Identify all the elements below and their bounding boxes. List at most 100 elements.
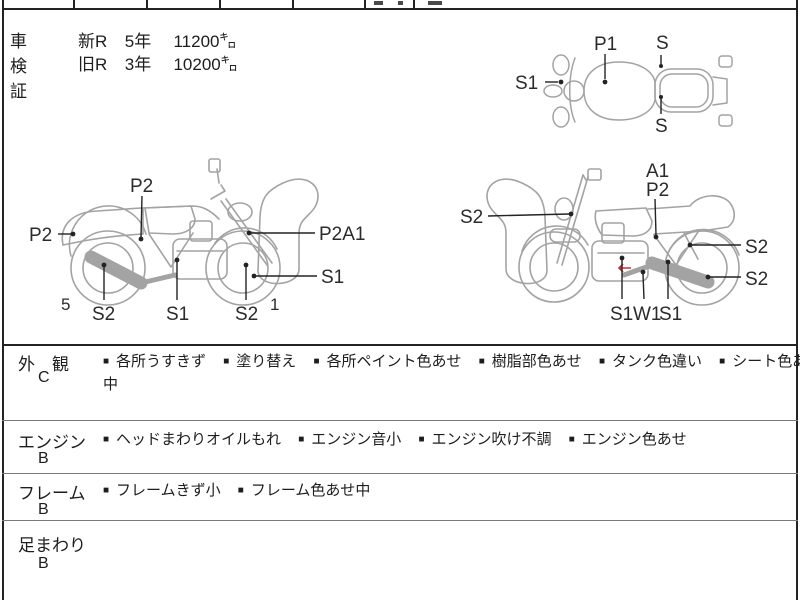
bullet-icon: ■ (237, 485, 244, 496)
sheet-right-border (796, 0, 798, 600)
left-side-outline (61, 158, 319, 306)
header-divider (219, 0, 221, 8)
bullet-icon: ■ (418, 434, 425, 445)
condition-items: ■ ヘッドまわりオイルもれ ■ エンジン音小 ■ エンジン吹け不調 ■ エンジン色あせ (103, 430, 798, 451)
condition-item-text: フレームきず小 (116, 482, 221, 499)
motorcycle-top-view-diagram: S1 P1 S S (515, 33, 733, 137)
registration-era: 旧R (78, 55, 108, 74)
condition-item-text: 樹脂部色あせ (491, 353, 582, 370)
damage-code-label: S (655, 116, 668, 137)
condition-items: ■ 各所うすきず ■ 塗り替え ■ 各所ペイント色あせ ■ 樹脂部色あせ ■ タンク色違い… (103, 352, 800, 373)
condition-item: ■ タンク色違い (599, 352, 702, 373)
registration-years: 5年 (124, 32, 152, 51)
header-divider (292, 0, 294, 8)
condition-category-label: 外 観 (18, 355, 69, 374)
bullet-icon: ■ (103, 356, 110, 367)
bullet-icon: ■ (223, 356, 230, 367)
registration-era: 新R (78, 32, 108, 51)
damage-code-label: W1 (633, 304, 662, 325)
registration-row-old: 旧R 3年 10200㌔ (78, 50, 238, 75)
condition-category-label: 足まわり (18, 536, 86, 555)
condition-item: ■ 塗り替え (223, 352, 296, 373)
damage-code-label: S1 (515, 73, 538, 94)
leader-dots (568, 211, 711, 280)
leader-dots (70, 230, 257, 279)
damage-code-label: P2 (29, 225, 52, 246)
leader-lines (58, 195, 317, 300)
bullet-icon: ■ (313, 356, 320, 367)
leader-lines (545, 54, 662, 114)
damage-code-label: S1 (166, 304, 189, 325)
header-divider (73, 0, 75, 8)
condition-item-continuation: 中 (103, 376, 119, 393)
condition-table-top-line (2, 344, 798, 346)
condition-item-text: エンジン吹け不調 (431, 431, 552, 448)
bullet-icon: ■ (103, 485, 110, 496)
leader-lines (487, 198, 741, 300)
damage-code-label: A1 (646, 161, 669, 182)
registration-years: 3年 (124, 55, 152, 74)
row-divider (2, 520, 798, 521)
damage-code-label: P2 (130, 176, 153, 197)
registration-row-new: 新R 5年 11200㌔ (78, 27, 236, 52)
wheel-number-label: 1 (270, 295, 279, 314)
condition-item: ■ エンジン色あせ (569, 430, 687, 451)
condition-item: ■ ヘッドまわりオイルもれ (103, 430, 281, 451)
condition-item-text: シート色あせ (732, 353, 800, 370)
sheet-left-border (2, 0, 4, 600)
condition-item: ■ エンジン音小 (298, 430, 401, 451)
motorcycle-left-side-diagram: P2 P2 P2A1 S1 S2 S1 S2 5 1 (29, 158, 365, 325)
bullet-icon: ■ (103, 434, 110, 445)
condition-item-text: 各所うすきず (116, 353, 207, 370)
row-divider (2, 420, 798, 421)
damage-code-label: S1 (321, 267, 344, 288)
bullet-icon: ■ (598, 356, 605, 367)
condition-item-text: ヘッドまわりオイルもれ (116, 431, 282, 448)
condition-item: ■ フレーム色あせ中 (238, 481, 371, 502)
condition-grade: B (38, 450, 49, 467)
condition-item-text: エンジン音小 (311, 431, 402, 448)
condition-item: ■ 各所ペイント色あせ (313, 352, 461, 373)
damage-code-label: P2 (646, 180, 669, 201)
damage-code-label: P2A1 (319, 224, 365, 245)
top-view-outline (543, 54, 733, 128)
header-divider (146, 0, 148, 8)
condition-category-label: エンジン (18, 433, 86, 452)
registration-title: 車検証 (10, 32, 28, 101)
header-divider (364, 0, 366, 8)
condition-item: ■ エンジン吹け不調 (418, 430, 551, 451)
condition-grade: B (38, 555, 49, 572)
condition-item-text: タンク色違い (611, 353, 702, 370)
condition-item: ■ シート色あせ (719, 352, 800, 373)
damage-code-label: S2 (745, 269, 768, 290)
condition-grade: C (38, 369, 50, 386)
condition-item-text: 塗り替え (236, 353, 297, 370)
condition-item: ■ フレームきず小 (103, 481, 221, 502)
condition-row-frame: フレーム B ■ フレームきず小 ■ フレーム色あせ中 (0, 473, 800, 520)
bullet-icon: ■ (298, 434, 305, 445)
damage-code-label: S1 (659, 304, 682, 325)
header-bottom-line (2, 8, 798, 10)
registration-distance: 11200㌔ (173, 32, 237, 51)
bullet-icon: ■ (568, 434, 575, 445)
condition-category-label: フレーム (18, 484, 86, 503)
leader-dots (558, 64, 663, 99)
condition-grade: B (38, 501, 49, 518)
condition-item-text: エンジン色あせ (581, 431, 687, 448)
damage-code-label: S2 (235, 304, 258, 325)
bullet-icon: ■ (719, 356, 726, 367)
condition-item-text: 各所ペイント色あせ (326, 353, 462, 370)
condition-row-undercarriage: 足まわり B (0, 520, 800, 600)
condition-items: ■ フレームきず小 ■ フレーム色あせ中 (103, 481, 798, 502)
condition-row-exterior: 外 観 C ■ 各所うすきず ■ 塗り替え ■ 各所ペイント色あせ ■ 樹脂部色あせ ■… (0, 344, 800, 420)
damage-code-label: S2 (92, 304, 115, 325)
row-divider (2, 473, 798, 474)
motorcycle-right-side-diagram: S2 A1 P2 S2 S2 S1 W1 S1 (460, 161, 768, 325)
wheel-number-label: 5 (61, 295, 70, 314)
damage-code-label: S (656, 33, 669, 54)
condition-row-engine: エンジン B ■ ヘッドまわりオイルもれ ■ エンジン音小 ■ エンジン吹け不調 ■ エ… (0, 420, 800, 473)
condition-item: ■ 各所うすきず (103, 352, 206, 373)
condition-item-text: フレーム色あせ中 (250, 482, 371, 499)
header-divider (413, 0, 415, 8)
header-cropped-text (398, 1, 403, 5)
